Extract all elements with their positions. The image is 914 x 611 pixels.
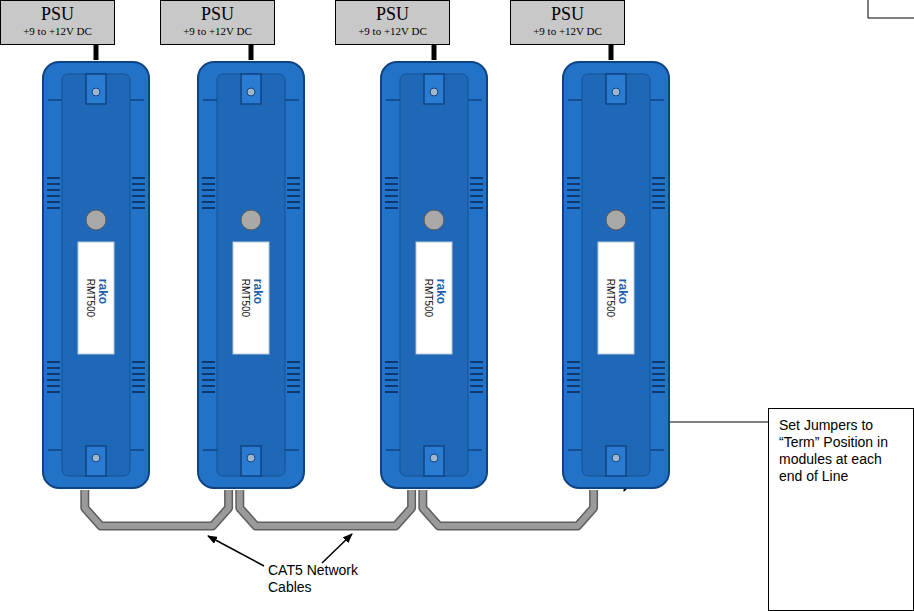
psu-box: PSU+9 to +12V DC [0,0,115,45]
psu-box: PSU+9 to +12V DC [510,0,625,45]
cable-label: CAT5 Network Cables [268,562,368,596]
voltage-text: +9 to +12V DC [1,24,114,38]
note-text: Set Jumpers to “Term” Position in module… [779,417,905,485]
voltage-text: +9 to +12V DC [161,24,274,38]
power-cord [251,45,252,60]
rmt500-module: rakoRMT500 [195,60,307,490]
module-housing [40,60,152,490]
psu-title: PSU [511,4,624,24]
model-text: RMT500 [422,279,434,317]
cat5-cable [240,490,412,526]
module-label: rakoRMT500 [422,279,447,317]
psu-box: PSU+9 to +12V DC [160,0,275,45]
psu-box: PSU+9 to +12V DC [335,0,450,45]
rmt500-module: rakoRMT500 [560,60,672,490]
brand-text: rako [434,279,447,317]
power-cord [434,45,435,60]
module-housing [195,60,307,490]
module-housing [378,60,490,490]
model-text: RMT500 [84,279,96,317]
voltage-text: +9 to +12V DC [511,24,624,38]
brand-text: rako [96,279,109,317]
voltage-text: +9 to +12V DC [336,24,449,38]
model-text: RMT500 [239,279,251,317]
leader-arrow [322,534,352,563]
model-text: RMT500 [604,279,616,317]
module-label: rakoRMT500 [84,279,109,317]
brand-text: rako [251,279,264,317]
cat5-cable [85,490,229,526]
note-box: Set Jumpers to “Term” Position in module… [768,408,914,611]
power-cord [611,45,612,60]
module-label: rakoRMT500 [239,279,264,317]
cat5-cable [423,490,594,526]
rmt500-module: rakoRMT500 [40,60,152,490]
corner-frame [868,0,914,18]
leader-arrow [208,536,264,566]
brand-text: rako [616,279,629,317]
module-housing [560,60,672,490]
psu-title: PSU [161,4,274,24]
psu-title: PSU [1,4,114,24]
rmt500-module: rakoRMT500 [378,60,490,490]
module-label: rakoRMT500 [604,279,629,317]
psu-title: PSU [336,4,449,24]
power-cord [96,45,97,60]
